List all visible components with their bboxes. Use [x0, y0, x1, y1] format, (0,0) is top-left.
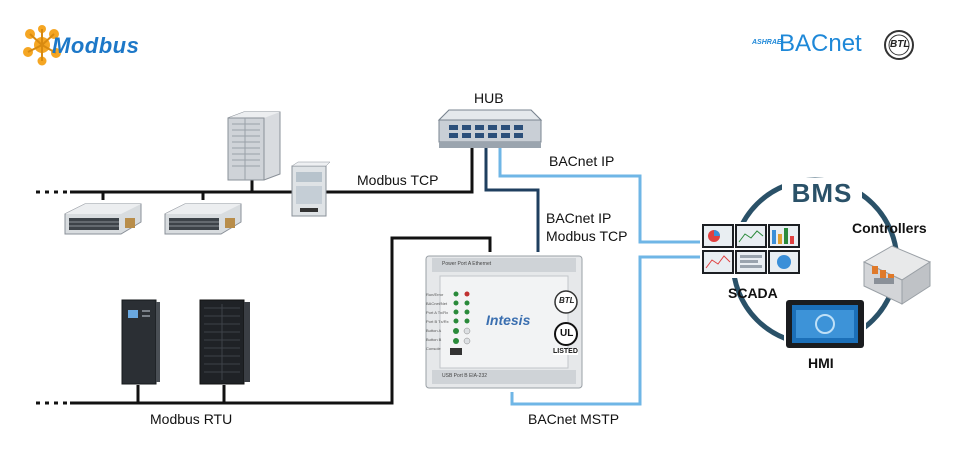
hmi-label: HMI: [808, 355, 834, 371]
modbus-logo-icon: [23, 25, 61, 66]
led-label: BACnet/Net: [426, 301, 448, 306]
device-led-labels: Run/Error BACnet/Net Port A Tx/Rx Port B…: [426, 290, 454, 353]
plc-controller-icon: [862, 245, 932, 305]
bms-title: BMS: [791, 178, 853, 208]
led-label: Port A Tx/Rx: [426, 310, 449, 315]
modbus-gateway-icon: [291, 161, 331, 217]
device-bottom-terminals: USB Port B EIA-232: [442, 373, 488, 379]
intesis-gateway-icon: [425, 255, 583, 389]
ups-cabinet-icon: [121, 299, 160, 385]
intesis-brand: Intesis: [486, 312, 531, 328]
modbus-rtu-wire: [70, 236, 492, 405]
modbus-tcp-mid-label: Modbus TCP: [546, 228, 628, 244]
bacnet-logo: ASHRAE BACnet BTL: [752, 28, 917, 62]
led-label: Button A: [426, 328, 442, 333]
ashrae-text: ASHRAE: [752, 39, 782, 46]
bacnet-ip-mid-label: BACnet IP: [546, 210, 612, 226]
bacnet-mstp-label: BACnet MSTP: [528, 411, 620, 427]
led-label: Port B Tx/Rx: [426, 319, 449, 324]
scada-label: SCADA: [728, 285, 778, 301]
bacnet-ip-wire: [498, 148, 700, 244]
bacnet-ip-top-label: BACnet IP: [549, 153, 615, 169]
duct-unit-2-icon: [164, 203, 242, 235]
bacnet-logo-text: BACnet: [779, 30, 862, 57]
bacnet-mstp-wire: [510, 255, 700, 406]
hmi-panel-icon: [784, 298, 866, 350]
bacnet-ip-modbus-tcp-wire: [484, 148, 540, 252]
hub-switch-icon: [437, 109, 543, 148]
modbus-rtu-label: Modbus RTU: [150, 411, 233, 427]
btl-logo-text: BTL: [890, 39, 910, 50]
device-ul-mark: UL: [560, 328, 574, 339]
led-label: Console: [426, 346, 441, 351]
bms-title-box: BMS: [782, 178, 862, 210]
modbus-tcp-label: Modbus TCP: [357, 172, 439, 188]
hub-label: HUB: [474, 90, 504, 106]
led-label: Button B: [426, 337, 442, 342]
led-label: Run/Error: [426, 292, 444, 297]
controllers-label: Controllers: [852, 220, 927, 236]
scada-screens-icon: [700, 222, 802, 278]
device-ul-listed: LISTED: [553, 348, 578, 355]
duct-unit-1-icon: [64, 203, 142, 235]
outdoor-unit-icon: [227, 111, 281, 181]
device-top-terminals: Power Port A Ethernet: [442, 261, 492, 267]
intesis-gateway: Intesis BTL UL LISTED Power Port A Ether…: [420, 252, 588, 392]
modbus-logo-text: Modbus: [52, 33, 140, 58]
btl-logo-icon: [884, 30, 914, 60]
modbus-logo: Modbus: [22, 24, 162, 66]
server-rack-icon: [199, 299, 250, 385]
device-btl-mark: BTL: [559, 296, 575, 305]
